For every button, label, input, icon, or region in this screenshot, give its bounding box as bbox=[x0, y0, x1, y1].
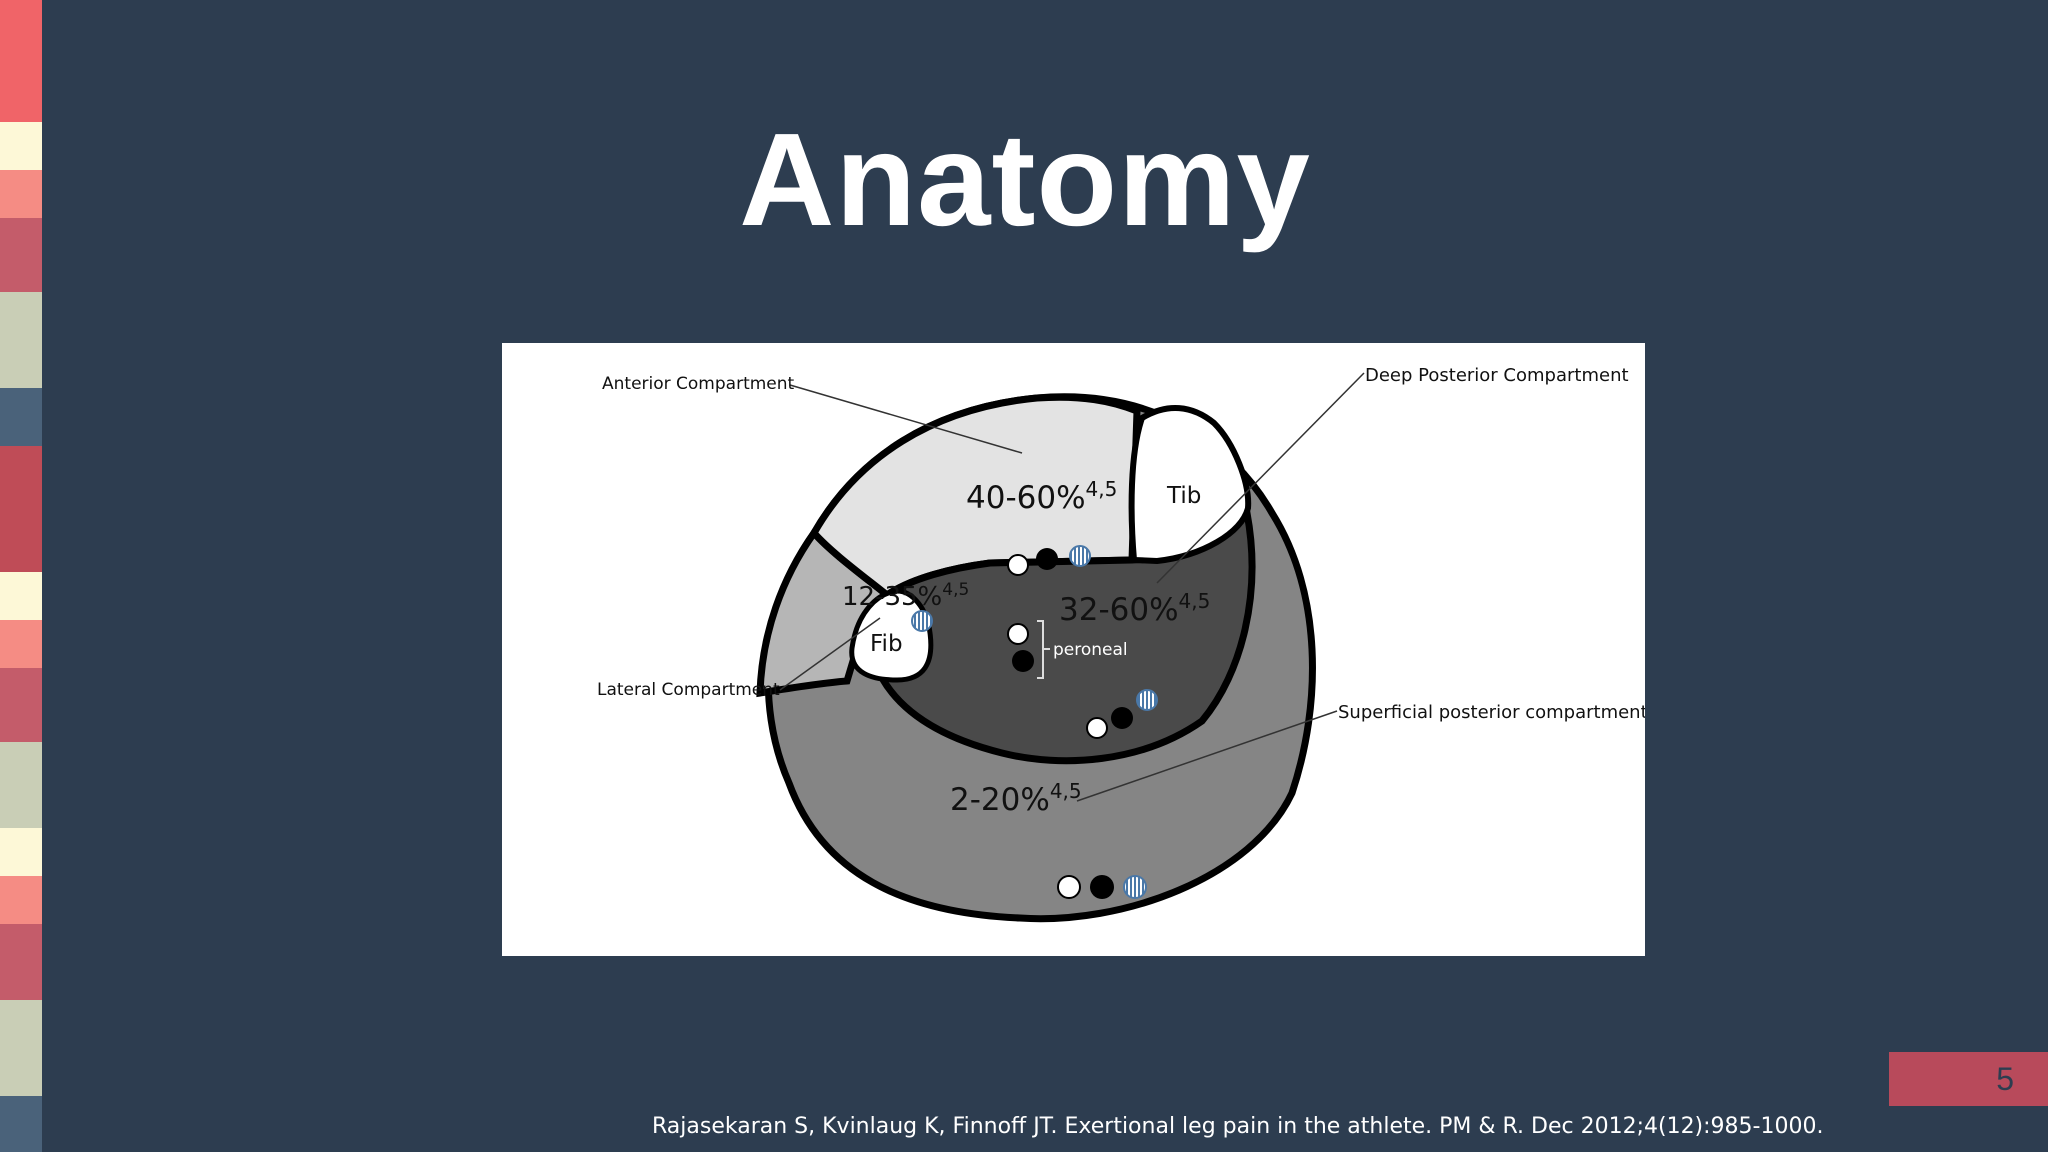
tibia-label: Tib bbox=[1166, 483, 1201, 509]
nerve-circle bbox=[1007, 554, 1029, 576]
decorative-color-stripes bbox=[0, 0, 42, 1152]
anterior-label: Anterior Compartment bbox=[602, 374, 795, 394]
deep-posterior-percentage: 32-60%4,5 bbox=[1059, 589, 1210, 628]
vein-circle bbox=[1123, 875, 1147, 899]
artery-circle bbox=[1090, 875, 1114, 899]
nerve-circle bbox=[1057, 875, 1081, 899]
vein-circle bbox=[1069, 545, 1091, 567]
page-number: 5 bbox=[1889, 1052, 2048, 1106]
vein-circle bbox=[911, 610, 933, 632]
fibula-bone bbox=[849, 588, 934, 683]
fibula-label: Fib bbox=[870, 631, 903, 657]
artery-circle bbox=[1111, 707, 1133, 729]
slide-title: Anatomy bbox=[739, 106, 1311, 253]
tibia-bone bbox=[1128, 405, 1252, 565]
lateral-label: Lateral Compartment bbox=[597, 680, 780, 700]
citation-text: Rajasekaran S, Kvinlaug K, Finnoff JT. E… bbox=[652, 1114, 1824, 1139]
anterior-percentage: 40-60%4,5 bbox=[966, 477, 1117, 516]
superficial-posterior-percentage: 2-20%4,5 bbox=[950, 779, 1082, 818]
anterior-region bbox=[809, 393, 1141, 600]
deep-posterior-label: Deep Posterior Compartment bbox=[1365, 365, 1629, 386]
artery-circle bbox=[1012, 650, 1034, 672]
superficial-posterior-label: Superficial posterior compartment bbox=[1338, 702, 1645, 723]
peroneal-label: peroneal bbox=[1053, 640, 1128, 660]
vein-circle bbox=[1136, 689, 1158, 711]
leg-compartment-diagram: Anterior Compartment Deep Posterior Comp… bbox=[502, 343, 1645, 956]
nerve-circle bbox=[1086, 717, 1108, 739]
artery-circle bbox=[1036, 548, 1058, 570]
lateral-percentage: 12-35%4,5 bbox=[842, 580, 969, 612]
nerve-circle bbox=[1007, 623, 1029, 645]
